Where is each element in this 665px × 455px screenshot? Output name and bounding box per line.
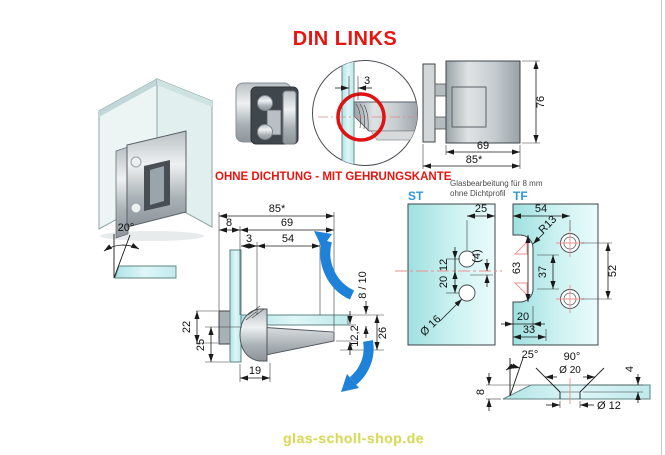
screw-cap (130, 156, 142, 168)
pin (434, 83, 447, 97)
opening-angle-diagram: 20° (103, 222, 177, 279)
glass-st-drawing: 25 12 20 (4) Ø 16 (395, 203, 502, 346)
photo-screw-cap (257, 95, 273, 111)
pin (434, 116, 447, 130)
miter-hatch (359, 103, 365, 130)
miter-hatch (355, 103, 361, 129)
dim-main-gap: 3 (246, 233, 252, 245)
dim-st-edge: 25 (475, 203, 487, 215)
dim-main-clamp: 54 (282, 233, 294, 245)
product-render-3d (98, 78, 213, 241)
dim-tf-depth: 20 (517, 311, 529, 323)
hinge-body-side (445, 60, 521, 144)
miter-highlight-circle (336, 92, 386, 142)
dim-tf-pivot: 37 (537, 266, 549, 278)
swing-arrow-up (320, 239, 355, 300)
bevel-arc (505, 363, 521, 371)
hinge-back-plate (115, 146, 129, 239)
hinge-slot-inner (150, 166, 164, 205)
angle-ext-line (586, 367, 605, 386)
tf-corner-mark (513, 282, 528, 297)
dim-main-glass: 8 / 10 (357, 271, 369, 299)
photo-knuckle (282, 90, 297, 145)
dim-miter-gap: 3 (364, 75, 370, 87)
dim-main-bottom: 19 (249, 365, 261, 377)
st-hole (458, 284, 476, 302)
leader-line (532, 232, 545, 245)
dim-side-height: 76 (535, 96, 547, 108)
miter-detail-circle: 3 (312, 60, 418, 166)
dim-main-upper-left: 22 (181, 321, 193, 333)
dim-st-offset: (4) (471, 249, 483, 262)
dim-main-lower-left: 25 (195, 339, 207, 351)
swing-arrow-up-head (314, 231, 332, 248)
countersink-line (579, 384, 588, 393)
fixed-glass (229, 249, 242, 363)
dim-tf-notch-h: 63 (511, 262, 523, 274)
glass-prep-note: Glasbearbeitung für 8 mm ohne Dichtprofi… (450, 179, 543, 199)
dim-main-clamp-h: 12,2 (349, 325, 361, 346)
watermark: glas-scholl-shop.de (283, 430, 424, 446)
dim-glass-thickness: 8 (475, 389, 487, 395)
glass-pane-right-edge (157, 79, 212, 107)
dim-countersink-depth: 4 (624, 366, 636, 372)
swing-arrow-down-head (341, 374, 359, 392)
knuckle-hatch (251, 308, 265, 319)
angle-slant-line (113, 234, 131, 279)
dim-main-total: 85* (269, 203, 286, 215)
wall-plate (422, 63, 436, 143)
dim-side-body: 69 (477, 140, 489, 152)
dim-side-total: 85* (466, 154, 483, 166)
countersink-line (552, 384, 561, 393)
dim-main-body: 69 (281, 217, 293, 229)
glass-pane-left-edge (99, 79, 157, 117)
tf-panel-label: TF (513, 189, 528, 203)
angle-arc (103, 242, 140, 252)
dim-open-angle: 20° (118, 222, 135, 234)
hinge-knuckle (239, 308, 268, 362)
dim-top-dia: Ø 20 (559, 365, 581, 376)
clamp-wedge (257, 326, 335, 357)
product-photo-front (235, 82, 299, 145)
leader-line (439, 298, 463, 322)
tf-corner-mark (513, 240, 528, 255)
glass-prep-note-line2: ohne Dichtprofil (450, 189, 506, 198)
angled-glass-bar (114, 265, 177, 279)
st-panel-label: ST (408, 189, 424, 203)
dim-tf-holes: 52 (607, 265, 619, 277)
dim-countersink-angle: 90° (564, 351, 581, 363)
dim-tf-edge: 54 (535, 203, 547, 215)
st-glass-panel (407, 203, 496, 346)
hinge-side-view: 76 69 85* (422, 60, 547, 169)
screw-cap (130, 202, 142, 214)
dim-tf-width: 33 (523, 324, 535, 336)
knuckle-hatch (245, 311, 257, 321)
page-title: DIN LINKS (292, 28, 398, 50)
photo-screw-cap (257, 124, 273, 140)
wall-plate-section (218, 310, 231, 345)
glass-tf-drawing: 54 R13 63 37 52 20 33 (501, 203, 619, 346)
detail-glass-strip (341, 60, 355, 166)
hinge-inner-outline (451, 86, 487, 128)
dim-st-upper: 12 (438, 259, 450, 271)
dim-main-plate: 8 (226, 217, 232, 229)
glass-edge-section: 90° Ø 20 25° 8 Ø 12 4 (475, 349, 651, 412)
dim-bevel-angle: 25° (522, 349, 539, 361)
bevel-slant-line (509, 357, 524, 397)
swing-arrow-down (349, 340, 374, 385)
variant-subtitle: OHNE DICHTUNG - MIT GEHRUNGSKANTE (215, 171, 452, 183)
angle-ext-line (535, 367, 554, 386)
dim-bottom-dia: Ø 12 (597, 400, 621, 412)
miter-hatch (363, 104, 369, 131)
knuckle-hatch (247, 305, 261, 316)
hinge-section-view: 85* 8 69 3 54 22 25 19 (181, 203, 389, 392)
dim-st-lower: 20 (438, 276, 450, 288)
glass-prep-note-line1: Glasbearbeitung für 8 mm (450, 179, 543, 188)
dim-main-total-h: 26 (377, 327, 389, 339)
